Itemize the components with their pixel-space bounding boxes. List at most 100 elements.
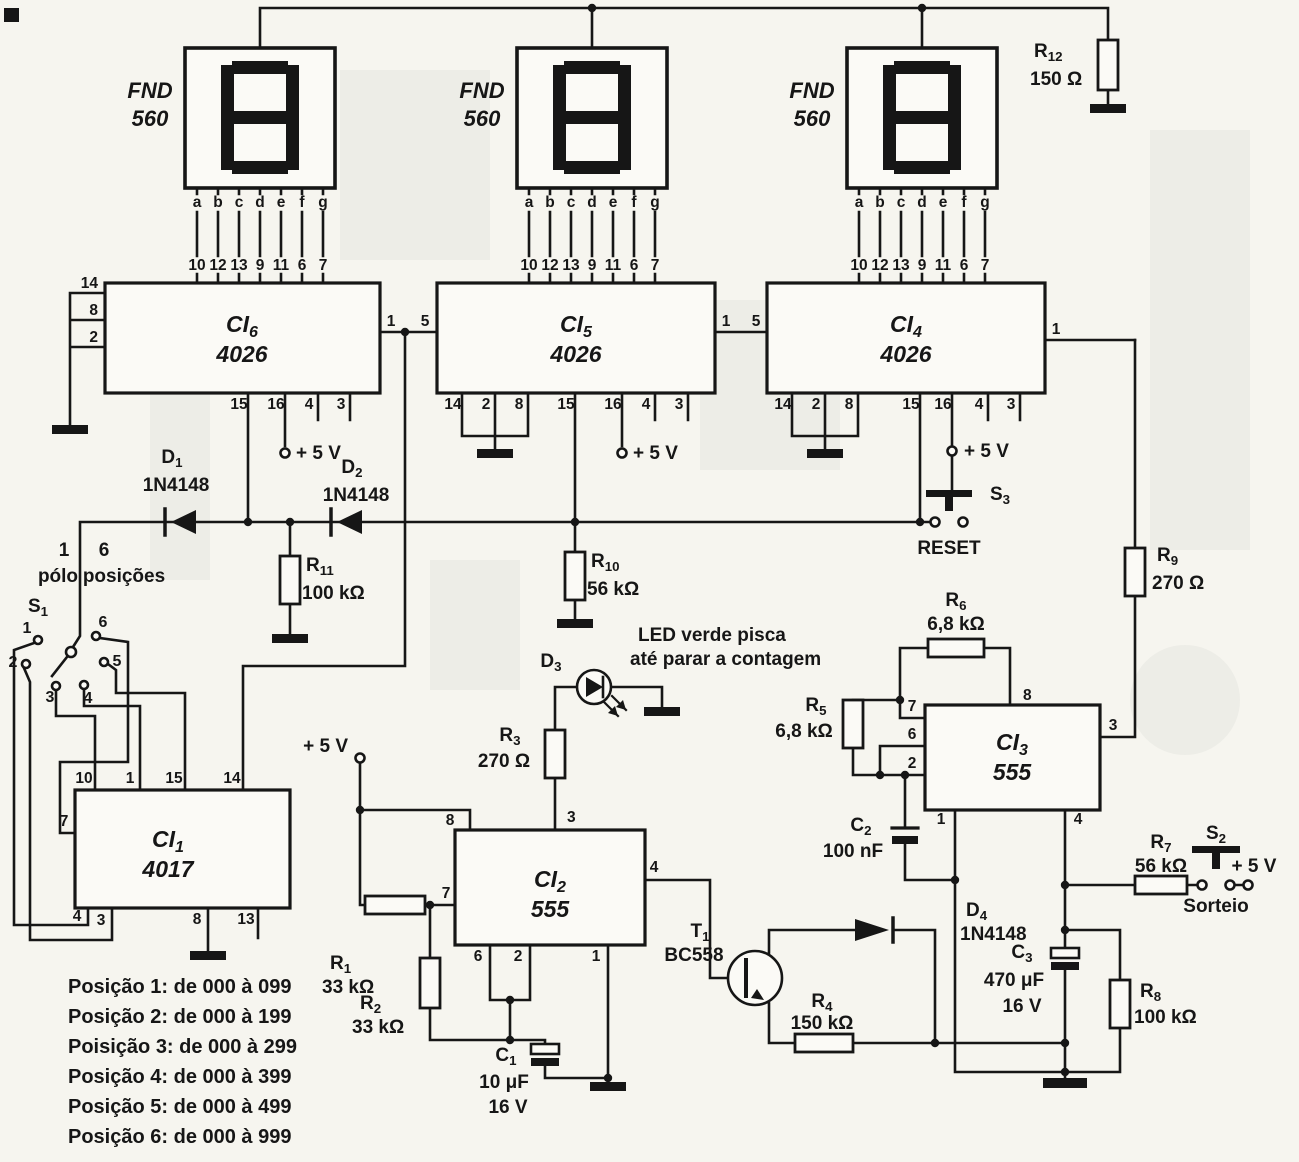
ic-boxes <box>73 281 1102 947</box>
led-d3-triangle <box>586 677 603 697</box>
ic-part-ci2: 555 <box>531 896 571 922</box>
supply-terminal <box>1242 879 1254 891</box>
pin-label: 13 <box>230 257 248 274</box>
segment-letter: f <box>961 194 967 211</box>
ci6-pin-wires <box>68 291 352 524</box>
ref-d4: D4 <box>966 900 988 923</box>
pin-label: 8 <box>89 302 98 319</box>
resistor-r12 <box>1096 38 1120 92</box>
capacitor-c3-plate <box>1049 946 1081 960</box>
ground-icon <box>557 619 593 628</box>
ic-ci2-555 <box>453 828 647 947</box>
value-r7: 56 kΩ <box>1135 856 1187 877</box>
s1-pole-count: 1 <box>59 540 70 561</box>
pin-label: 8 <box>446 812 455 829</box>
segment-letter: e <box>609 194 618 211</box>
pin-label: 7 <box>442 885 451 902</box>
ic-part-ci3: 555 <box>993 759 1033 785</box>
s1-contact-6 <box>90 630 102 642</box>
pin-label: 1 <box>937 811 946 828</box>
resistor-r10 <box>563 550 587 602</box>
pin-label: 6 <box>908 726 917 743</box>
pin-label: 14 <box>81 275 99 292</box>
ic-ci3-555 <box>923 703 1102 812</box>
display1-pin-wires <box>195 186 325 285</box>
pin-label: 10 <box>850 257 867 274</box>
s1-contact-1 <box>32 634 44 646</box>
segment-letter: c <box>567 194 576 211</box>
ci1-pin-wires <box>206 906 260 952</box>
s3-contact <box>929 516 941 528</box>
pin-label: 13 <box>562 257 580 274</box>
pin-label: 6 <box>960 257 969 274</box>
capacitor-c2-plate <box>892 836 918 844</box>
range-note: Posição 4: de 000 à 399 <box>68 1066 291 1088</box>
clock-route-wire <box>241 330 407 792</box>
ref-r2: R2 <box>360 993 381 1016</box>
ref-r3: R3 <box>499 725 520 748</box>
ground-icon <box>272 634 308 643</box>
junction-dots <box>243 3 1070 1083</box>
ref-t1: T1 <box>690 921 710 944</box>
pin-label: 14 <box>444 396 462 413</box>
pin-label: 6 <box>630 257 639 274</box>
resistor-r6 <box>926 637 986 659</box>
semiconductors <box>163 507 895 1007</box>
pin-label: 7 <box>60 813 69 830</box>
value-r5: 6,8 kΩ <box>775 721 833 742</box>
range-note: Posição 6: de 000 à 999 <box>68 1126 291 1148</box>
segment-letter: a <box>193 194 202 211</box>
range-note: Posição 2: de 000 à 199 <box>68 1006 291 1028</box>
s3-button-stem <box>945 497 953 511</box>
s1-position-number: 3 <box>46 689 55 706</box>
pin-label: 4 <box>650 859 659 876</box>
display-name: FND <box>127 78 172 103</box>
s1-pole <box>64 645 78 659</box>
pin-label: 12 <box>871 257 888 274</box>
value-t1: BC558 <box>664 945 723 966</box>
resistor-r11 <box>278 554 302 606</box>
s1-position-number: 6 <box>99 614 108 631</box>
diode-d1-icon <box>171 510 196 534</box>
s1-position-number: 4 <box>84 690 93 707</box>
value-r12: 150 Ω <box>1030 69 1082 90</box>
display-name: 560 <box>794 106 831 131</box>
resistors <box>278 38 1189 1054</box>
s1-contact-4 <box>78 679 90 691</box>
s3-contact <box>957 516 969 528</box>
pin-label: 1 <box>592 948 601 965</box>
supply-label: + 5 V <box>1232 856 1277 877</box>
s3-action-label: RESET <box>917 538 981 559</box>
capacitor-c1-plate <box>529 1042 561 1056</box>
s3-button-actuator <box>926 490 972 497</box>
pin-label: 4 <box>975 396 984 413</box>
display3-pin-wires <box>857 186 987 285</box>
capacitor-c3-plate <box>1051 962 1079 970</box>
pin-label: 7 <box>908 698 917 715</box>
range-note: Poisição 3: de 000 à 299 <box>68 1036 297 1058</box>
value-r8: 100 kΩ <box>1134 1007 1197 1028</box>
pin-label: 15 <box>902 396 920 413</box>
top-rail-wire <box>258 6 1110 106</box>
pin-label: 11 <box>273 257 290 274</box>
transistor-t1-emitter-arrow <box>751 989 764 1000</box>
pin-label: 8 <box>1023 687 1032 704</box>
range-note: Posição 5: de 000 à 499 <box>68 1096 291 1118</box>
pin-label: 6 <box>474 948 483 965</box>
supply-label: + 5 V <box>964 441 1009 462</box>
ic-ci1-4017 <box>73 788 292 910</box>
pin-label: 2 <box>89 329 98 346</box>
pin-label: 3 <box>337 396 346 413</box>
ic-part-ci6: 4026 <box>215 341 267 367</box>
led-note-line1: LED verde pisca <box>638 625 786 646</box>
pin-label: 3 <box>97 912 106 929</box>
value-d4: 1N4148 <box>960 924 1027 945</box>
ic-ref-ci3: CI3 <box>996 729 1028 759</box>
ic-ref-ci5: CI5 <box>560 311 593 341</box>
s2-contact <box>1196 879 1208 891</box>
supply-terminal <box>616 447 628 459</box>
reset-line-wire <box>71 520 932 649</box>
supply-terminal <box>946 445 958 457</box>
segment-letter: d <box>587 194 596 211</box>
